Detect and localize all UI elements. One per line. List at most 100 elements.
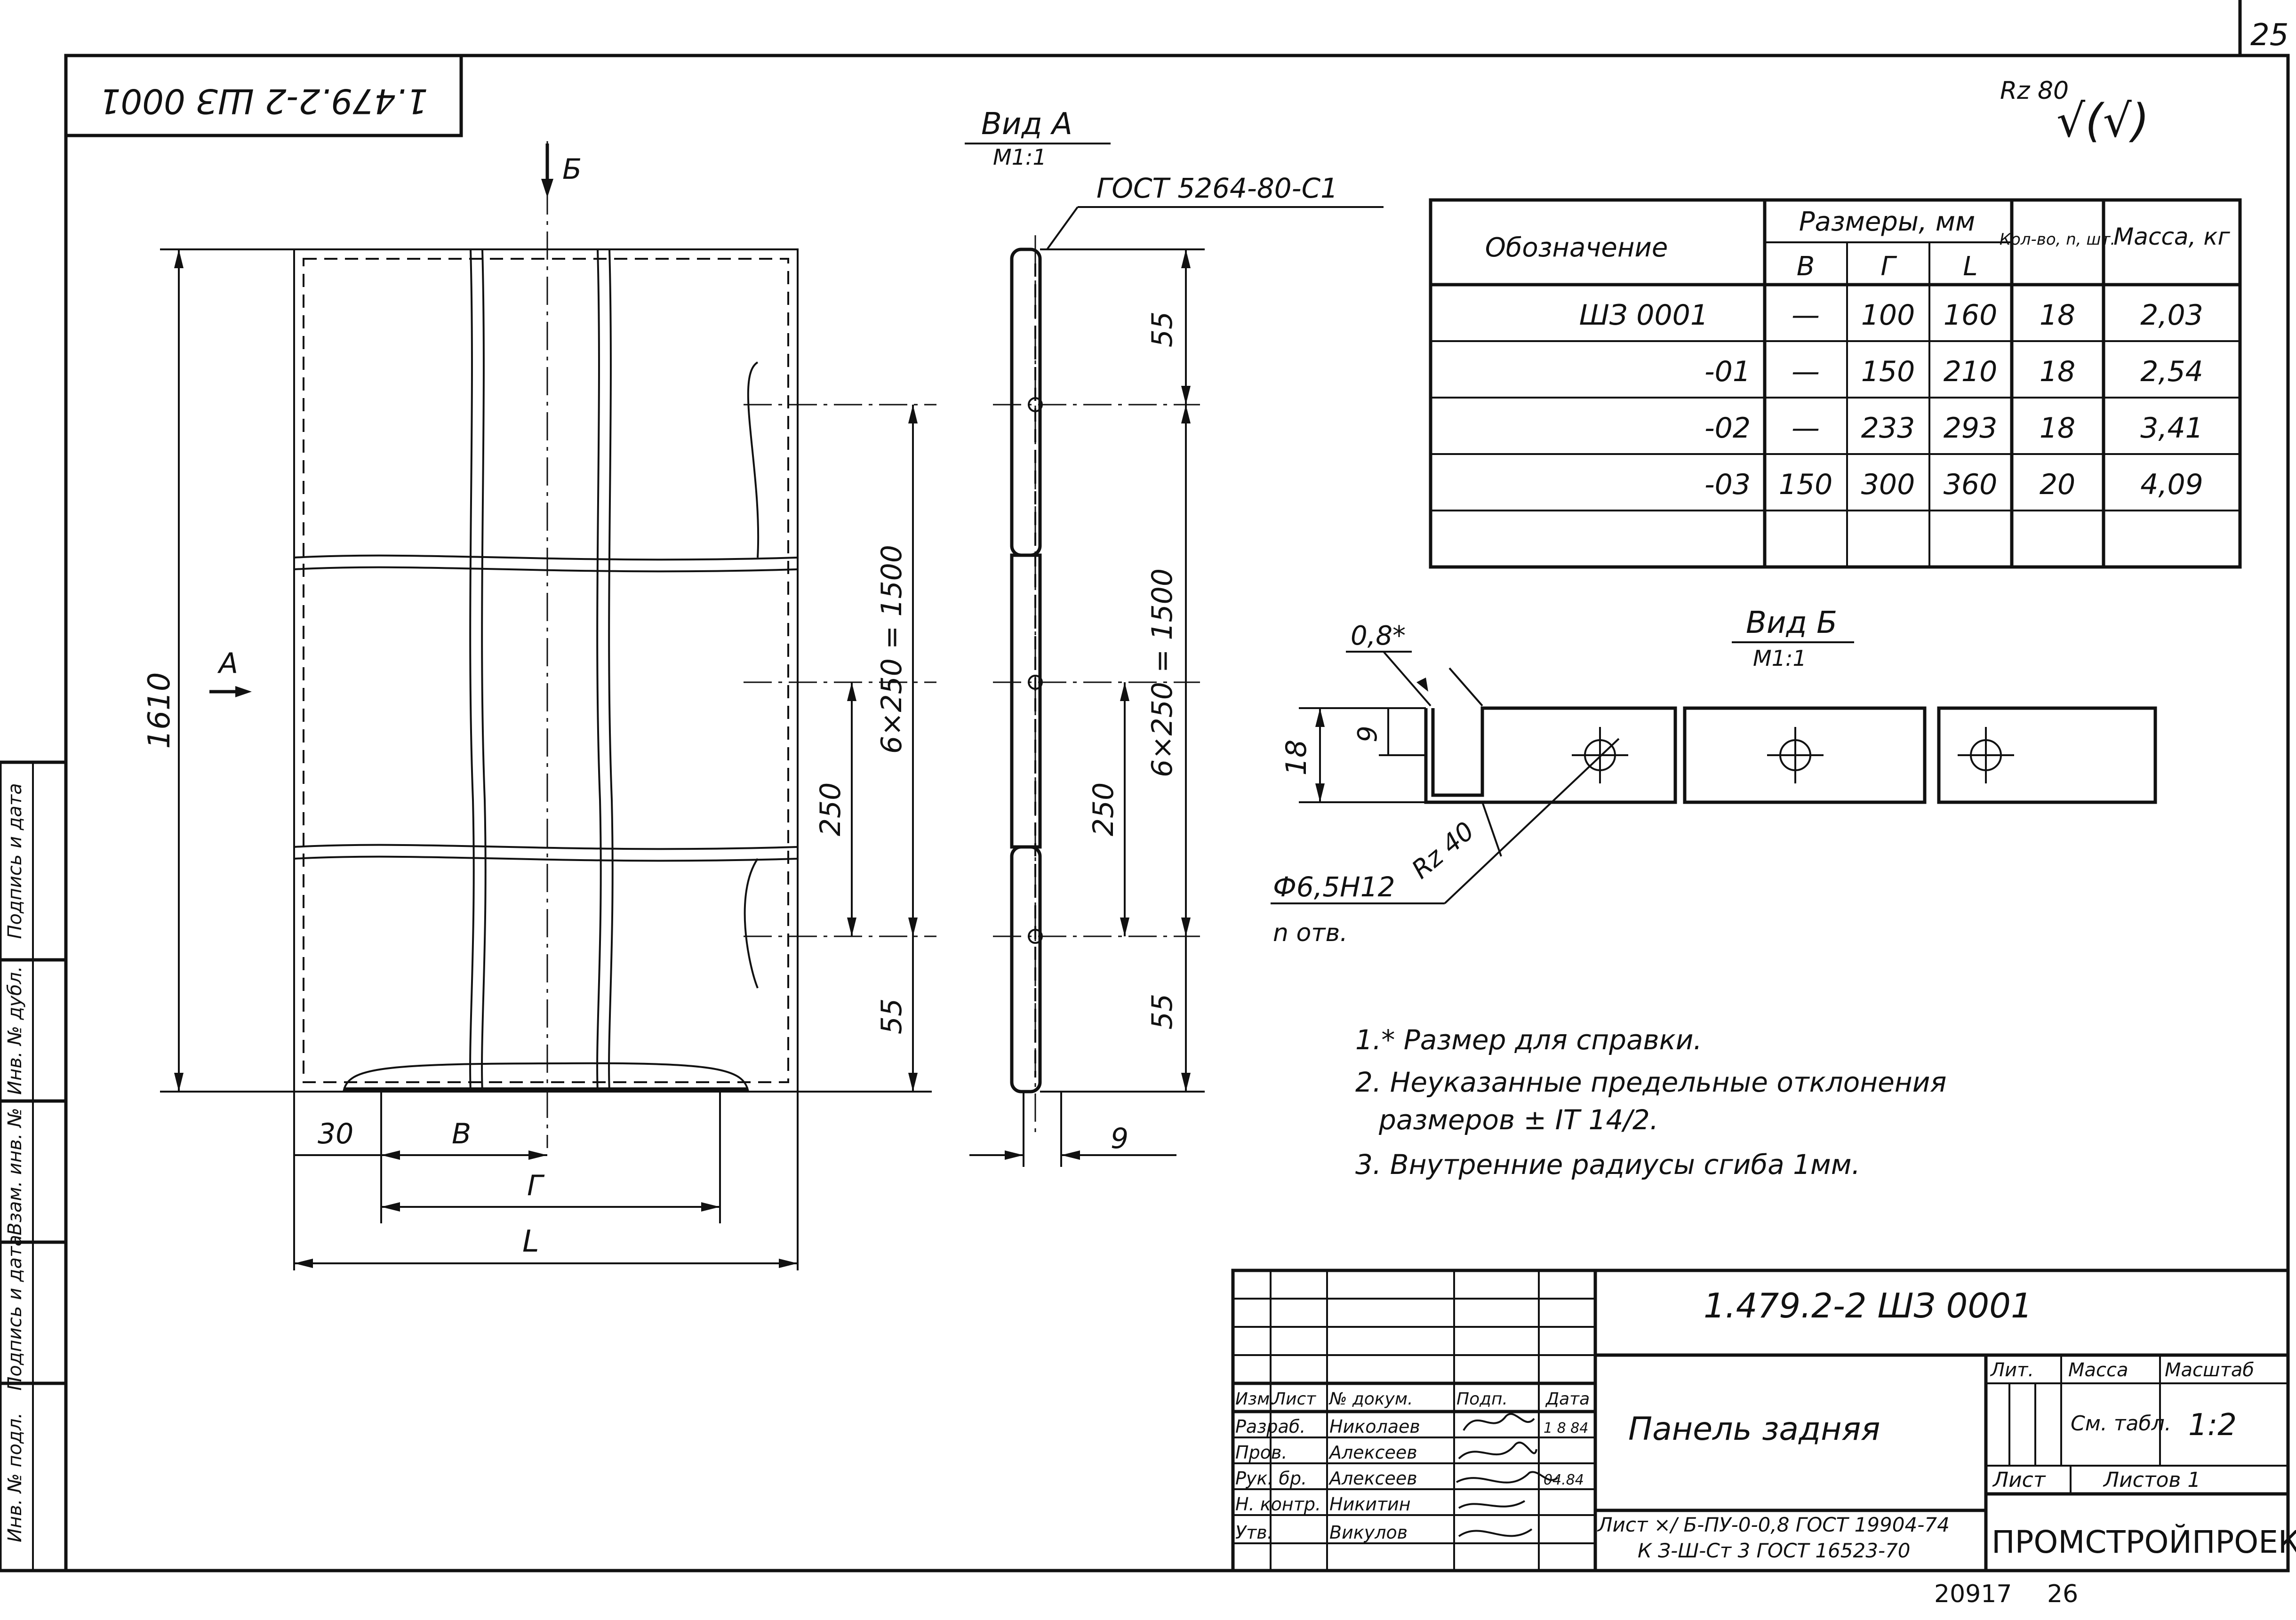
- front-dim-offset-label: 30: [318, 1117, 353, 1150]
- title-block-mass-value: См. табл.: [2071, 1412, 2171, 1436]
- view-b-hole-leader: Ф6,5Н12 n отв.: [1271, 738, 1620, 947]
- table-header-b: В: [1797, 251, 1815, 282]
- note-2-cont: размеров ± IT 14/2.: [1378, 1104, 1658, 1136]
- title-block-code: 1.479.2-2 ШЗ 0001: [1704, 1286, 2032, 1325]
- table-cell: 18: [2040, 412, 2075, 445]
- view-a-dim-top: 55: [1146, 311, 1179, 347]
- table-cell: 100: [1861, 299, 1915, 332]
- title-block-scale-value: 1:2: [2188, 1408, 2237, 1443]
- note-1: 1.* Размер для справки.: [1355, 1024, 1702, 1056]
- title-block-col-header: № докум.: [1328, 1389, 1413, 1409]
- title-block-role: Н. контр.: [1235, 1494, 1321, 1515]
- title-block-material-1: Лист ×/ Б-ПУ-0-0,8 ГОСТ 19904-74: [1597, 1513, 1950, 1536]
- view-a-dim-pitch: 6×250 = 1500: [1146, 568, 1179, 777]
- view-b-title: Вид Б: [1746, 606, 1837, 640]
- table-cell: 160: [1944, 299, 1998, 332]
- table-cell: 150: [1861, 355, 1915, 388]
- footer-page: 26: [2047, 1580, 2078, 1608]
- view-a-dim-step: 250: [1087, 782, 1120, 837]
- side-strip: Подпись и дата Инв. № дубл. Взам. инв. №…: [0, 760, 68, 1572]
- front-view: [293, 141, 936, 1148]
- table-cell: 2,03: [2140, 299, 2203, 332]
- view-a-profile: [993, 235, 1200, 1139]
- corner-stamp: 1.479.2-2 ШЗ 0001: [99, 81, 428, 121]
- title-block-org: ПРОМСТРОЙПРОЕКТ: [1992, 1524, 2296, 1560]
- title-block-role: Рук. бр.: [1235, 1468, 1307, 1489]
- table-cell: 4,09: [2140, 468, 2203, 501]
- view-a-dims: 55 6×250 = 1500 250 55 9: [969, 248, 1205, 1167]
- title-block-role: Утв.: [1235, 1522, 1273, 1543]
- front-dim-height-label: 1610: [142, 672, 177, 749]
- title-block-person: Алексеев: [1328, 1468, 1417, 1489]
- side-label-dup-inv: Инв. № дубл.: [4, 966, 26, 1095]
- view-b-roughness: Rz 40: [1406, 802, 1502, 885]
- table-cell: 18: [2040, 299, 2075, 332]
- title-block-material-2: К З-Ш-Ст 3 ГОСТ 16523-70: [1638, 1539, 1911, 1562]
- view-b-hole-label: Ф6,5Н12: [1273, 871, 1395, 903]
- sheet-number: 25: [2250, 18, 2288, 53]
- table-cell: —: [1792, 299, 1820, 332]
- table-cell: 233: [1861, 412, 1915, 445]
- view-b-profile: [1424, 706, 2157, 804]
- table-header-mass: Масса, кг: [2113, 223, 2230, 250]
- title-block-col-header: Подп.: [1456, 1389, 1508, 1409]
- front-dim-step: 250: [814, 682, 856, 936]
- view-a-weld-note: ГОСТ 5264-80-С1: [1096, 172, 1338, 204]
- title-block-person: Алексеев: [1328, 1442, 1417, 1463]
- view-b-dim-gap: 0,8*: [1351, 621, 1406, 651]
- table-cell: 18: [2040, 355, 2075, 388]
- table-cell: -02: [1704, 412, 1751, 445]
- corner-stamp-box: [64, 54, 463, 137]
- title-block-col-header: Изм.: [1235, 1389, 1275, 1409]
- table-cell: 3,41: [2140, 412, 2203, 445]
- front-dim-bottom-label: 55: [875, 998, 908, 1034]
- table-header-g: Г: [1880, 251, 1897, 282]
- sheet-frame: [64, 54, 2290, 1572]
- view-b-hole-count: n отв.: [1273, 919, 1348, 947]
- view-a-arrow-label: А: [217, 647, 238, 680]
- title-block-sheet-label: Лист: [1992, 1468, 2046, 1492]
- table-cell: 150: [1779, 468, 1833, 501]
- title-block-person: Николаев: [1329, 1416, 1420, 1437]
- view-a-arrow: А: [209, 647, 252, 697]
- table-header-designation: Обозначение: [1485, 232, 1668, 263]
- view-a-title: Вид А: [981, 107, 1072, 142]
- view-a-dim-bottom: 55: [1146, 994, 1179, 1029]
- table-header-qty: Кол-во, n, шт.: [2000, 230, 2115, 249]
- title-block-lit: Лит.: [1990, 1359, 2034, 1381]
- side-label-inv-orig: Инв. № подл.: [4, 1413, 26, 1542]
- view-a-weld-leader: ГОСТ 5264-80-С1: [1046, 172, 1384, 250]
- table-cell: 20: [2040, 468, 2075, 501]
- title-block-mass-label: Масса: [2068, 1359, 2128, 1381]
- view-a-scale: М1:1: [993, 144, 1047, 170]
- roughness-value: Rz 80: [2000, 77, 2069, 105]
- front-dim-step-label: 250: [814, 782, 847, 837]
- note-3: 3. Внутренние радиусы сгиба 1мм.: [1355, 1149, 1860, 1181]
- footer-number: 20917: [1934, 1580, 2012, 1608]
- view-a-dim-thickness: 9: [1111, 1122, 1128, 1155]
- front-dim-horizontals: 30 В Г L: [293, 1092, 799, 1270]
- front-dim-g-label: Г: [527, 1169, 545, 1202]
- table-cell: 293: [1944, 412, 1998, 445]
- table-cell: —: [1792, 355, 1820, 388]
- title-block-date: 1 8 84: [1544, 1420, 1588, 1436]
- side-label-sign-date: Подпись и дата: [4, 783, 26, 939]
- side-label-sign-date-2: Подпись и дата: [4, 1235, 26, 1390]
- table-cell: 360: [1944, 468, 1998, 501]
- table-cell: 300: [1861, 468, 1915, 501]
- title-block: [1231, 1269, 2290, 1572]
- front-dim-b-label: В: [452, 1117, 471, 1150]
- table-cell: -01: [1704, 355, 1751, 388]
- title-block-name: Панель задняя: [1628, 1411, 1880, 1448]
- title-block-person: Никитин: [1329, 1494, 1411, 1515]
- title-block-person: Викулов: [1329, 1522, 1408, 1543]
- table-header-l: L: [1963, 251, 1977, 282]
- table-cell: -03: [1704, 468, 1751, 501]
- title-block-scale-label: Масштаб: [2165, 1359, 2254, 1381]
- table-cell: ШЗ 0001: [1579, 299, 1708, 332]
- side-label-replace-inv: Взам. инв. №: [4, 1108, 26, 1236]
- view-b-dim-hole-pos: 9: [1352, 726, 1383, 742]
- view-b-arrow: Б: [541, 144, 582, 198]
- front-dim-height: 1610: [142, 248, 294, 1093]
